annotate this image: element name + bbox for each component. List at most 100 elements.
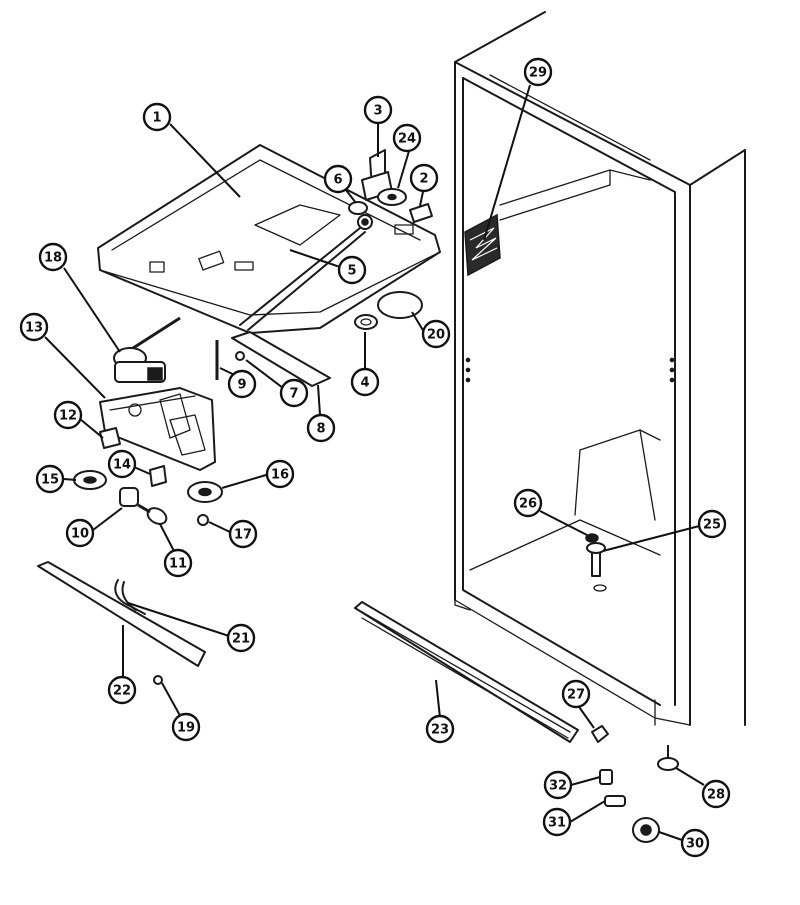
callout-29: 29: [523, 57, 553, 87]
callout-12: 12: [53, 400, 83, 430]
callout-circle: [227, 369, 257, 399]
toe-grille: [354, 601, 579, 743]
callout-circle: [421, 319, 451, 349]
roller-bracket: [599, 769, 613, 785]
knob-right: [187, 481, 223, 503]
drain-screw: [586, 542, 606, 577]
callout-8: 8: [306, 413, 336, 443]
callout-label: 26: [519, 497, 537, 512]
light-switch: [149, 465, 167, 487]
callout-label: 17: [234, 528, 252, 543]
callout-label: 27: [567, 688, 585, 703]
liner-patch: [464, 213, 501, 277]
callout-circle: [561, 679, 591, 709]
roller-axle: [604, 795, 626, 807]
grommet: [354, 314, 378, 330]
callout-label: 7: [289, 387, 298, 402]
callout-circle: [350, 367, 380, 397]
light-bulb: [137, 503, 168, 525]
callout-31: 31: [542, 807, 572, 837]
callout-1: 1: [142, 102, 172, 132]
callout-11: 11: [163, 548, 193, 578]
callout-circle: [53, 400, 83, 430]
leader-lines: [44, 84, 708, 841]
callout-circle: [680, 828, 710, 858]
callout-circle: [409, 163, 439, 193]
callout-circle: [35, 464, 65, 494]
callout-circle: [543, 770, 573, 800]
callout-circle: [142, 102, 172, 132]
callout-7: 7: [279, 378, 309, 408]
callout-label: 32: [549, 779, 567, 794]
callout-circle: [323, 164, 353, 194]
callout-circle: [697, 509, 727, 539]
thermostat-knob: [348, 201, 368, 215]
callout-circle: [392, 123, 422, 153]
callout-label: 20: [427, 328, 445, 343]
callout-label: 31: [548, 816, 566, 831]
callout-25: 25: [697, 509, 727, 539]
callout-circle: [542, 807, 572, 837]
callout-label: 15: [41, 473, 59, 488]
defrost-timer: [113, 316, 181, 383]
screw-17: [197, 514, 209, 526]
control-cover: [97, 144, 441, 334]
callout-label: 22: [113, 684, 131, 699]
callout-label: 25: [703, 518, 721, 533]
lamp-socket: [119, 487, 139, 507]
callout-circle: [425, 714, 455, 744]
callout-circle: [701, 779, 731, 809]
callout-label: 5: [347, 264, 356, 279]
knob-washer: [377, 188, 407, 206]
leveler: [657, 745, 679, 771]
callout-circle: [337, 255, 367, 285]
callout-circle: [226, 623, 256, 653]
callout-20: 20: [421, 319, 451, 349]
callout-label: 2: [419, 172, 428, 187]
callout-label: 9: [237, 378, 246, 393]
callout-2: 2: [409, 163, 439, 193]
callout-27: 27: [561, 679, 591, 709]
cover-plug: [377, 291, 423, 319]
callout-label: 6: [333, 173, 342, 188]
callout-19: 19: [171, 712, 201, 742]
callout-label: 24: [398, 132, 416, 147]
cabinet-liner: [454, 11, 746, 726]
knob-left: [73, 470, 107, 490]
callout-circle: [513, 488, 543, 518]
callout-26: 26: [513, 488, 543, 518]
callout-circle: [38, 242, 68, 272]
callout-circle: [107, 675, 137, 705]
callout-24: 24: [392, 123, 422, 153]
callout-circle: [19, 312, 49, 342]
callout-circle: [163, 548, 193, 578]
callout-17: 17: [228, 519, 258, 549]
callout-circle: [306, 413, 336, 443]
callout-32: 32: [543, 770, 573, 800]
callout-circle: [363, 95, 393, 125]
callout-13: 13: [19, 312, 49, 342]
callout-label: 13: [25, 321, 43, 336]
callout-30: 30: [680, 828, 710, 858]
clip: [409, 203, 433, 223]
callout-label: 14: [113, 458, 131, 473]
callout-circle: [279, 378, 309, 408]
callout-21: 21: [226, 623, 256, 653]
mullion-strip: [37, 561, 206, 667]
callout-circle: [228, 519, 258, 549]
callout-23: 23: [425, 714, 455, 744]
roller-wheel: [632, 817, 660, 843]
callout-28: 28: [701, 779, 731, 809]
callout-label: 28: [707, 788, 725, 803]
switch: [99, 427, 121, 449]
callout-label: 3: [373, 104, 382, 119]
control-housing: [99, 387, 216, 471]
callout-circle: [107, 449, 137, 479]
callout-label: 12: [59, 409, 77, 424]
screw-19: [153, 675, 163, 685]
callout-label: 16: [271, 468, 289, 483]
callout-10: 10: [65, 518, 95, 548]
